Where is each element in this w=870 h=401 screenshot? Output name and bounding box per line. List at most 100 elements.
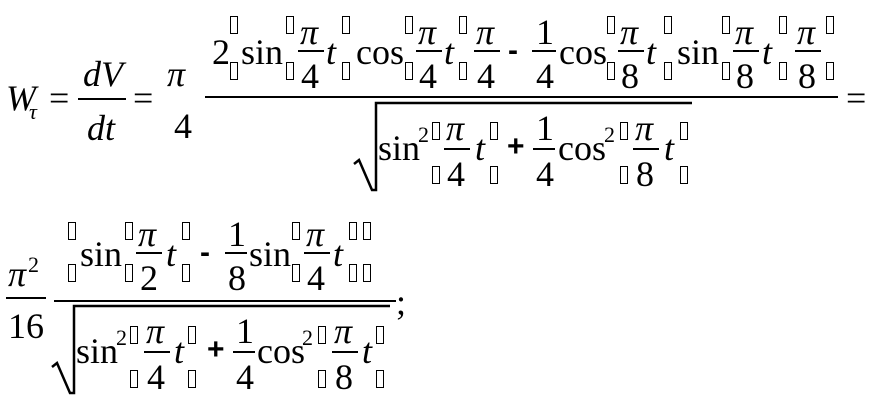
sin-function: sin <box>249 234 292 274</box>
missing-glyph <box>826 62 834 80</box>
missing-glyph <box>292 264 300 282</box>
pi-symbol: π <box>8 254 27 294</box>
fraction-bar <box>6 297 46 299</box>
digit-4: 4 <box>536 56 554 96</box>
fraction-bar <box>304 252 330 254</box>
minus-sign: - <box>508 34 518 67</box>
variable-t: t <box>664 128 675 168</box>
exponent-2: 2 <box>116 325 127 350</box>
equals-sign: = <box>846 78 867 118</box>
digit-8: 8 <box>335 357 353 397</box>
pi-symbol: π <box>620 12 639 52</box>
coefficient-2: 2 <box>212 32 230 72</box>
digit-4: 4 <box>147 357 165 397</box>
missing-glyph <box>349 264 357 282</box>
missing-glyph <box>125 264 133 282</box>
fraction-bar <box>533 148 555 150</box>
pi-symbol: π <box>476 12 495 52</box>
denominator-dt: dt <box>87 108 116 148</box>
missing-glyph <box>459 16 467 34</box>
minus-sign: - <box>200 236 210 269</box>
missing-glyph <box>680 122 688 140</box>
missing-glyph <box>349 222 357 240</box>
fraction-bar <box>144 351 170 353</box>
fraction-bar <box>795 50 821 52</box>
pi-symbol: π <box>306 214 325 254</box>
fraction-bar <box>298 50 324 52</box>
missing-glyph <box>620 122 628 140</box>
fraction-bar <box>136 252 162 254</box>
exponent-2: 2 <box>418 122 429 147</box>
missing-glyph <box>292 222 300 240</box>
missing-glyph <box>432 166 440 184</box>
missing-glyph <box>459 62 467 80</box>
missing-glyph <box>68 264 76 282</box>
digit-4: 4 <box>447 154 465 194</box>
missing-glyph <box>432 122 440 140</box>
variable-t: t <box>326 32 337 72</box>
missing-glyph <box>230 16 238 34</box>
missing-glyph <box>188 326 196 344</box>
exponent-2: 2 <box>604 122 615 147</box>
variable-t: t <box>174 331 185 371</box>
digit-8: 8 <box>228 258 246 298</box>
digit-4: 4 <box>307 258 325 298</box>
missing-glyph <box>664 62 672 80</box>
missing-glyph <box>722 16 730 34</box>
missing-glyph <box>68 222 76 240</box>
pi-symbol: π <box>797 12 816 52</box>
pi-symbol: π <box>418 12 437 52</box>
fraction-bar <box>225 252 247 254</box>
sin-function: sin <box>76 331 119 371</box>
missing-glyph <box>664 16 672 34</box>
digit-8: 8 <box>636 154 654 194</box>
equals-sign: = <box>49 78 70 118</box>
fraction-bar <box>532 50 556 52</box>
missing-glyph <box>607 16 615 34</box>
variable-t: t <box>362 331 373 371</box>
missing-glyph <box>342 62 350 80</box>
missing-glyph <box>490 166 498 184</box>
cos-function: cos <box>558 128 606 168</box>
cos-function: cos <box>257 331 305 371</box>
fraction-bar <box>416 50 442 52</box>
digit-4: 4 <box>536 154 554 194</box>
missing-glyph <box>405 16 413 34</box>
pi-symbol: π <box>300 12 319 52</box>
digit-8: 8 <box>736 56 754 96</box>
fraction-bar <box>474 50 500 52</box>
digit-8: 8 <box>621 56 639 96</box>
missing-glyph <box>318 370 326 388</box>
missing-glyph <box>405 62 413 80</box>
missing-glyph <box>722 62 730 80</box>
missing-glyph <box>230 62 238 80</box>
missing-glyph <box>680 166 688 184</box>
subscript-tau: τ <box>29 99 37 124</box>
denominator-16: 16 <box>8 306 44 346</box>
symbol-w: W <box>6 78 36 118</box>
missing-glyph <box>130 326 138 344</box>
pi-symbol: π <box>334 311 353 351</box>
pi-symbol: π <box>635 108 654 148</box>
cos-function: cos <box>559 32 607 72</box>
variable-t: t <box>762 32 773 72</box>
fraction-bar <box>733 50 759 52</box>
missing-glyph <box>125 222 133 240</box>
numerator-pi: π <box>167 54 186 94</box>
digit-4: 4 <box>477 56 495 96</box>
variable-t: t <box>444 32 455 72</box>
plus-sign: + <box>507 130 525 163</box>
pi-symbol: π <box>735 12 754 52</box>
variable-t: t <box>333 234 344 274</box>
fraction-bar <box>618 50 644 52</box>
missing-glyph <box>490 122 498 140</box>
radical-sign <box>353 101 692 192</box>
denominator-4: 4 <box>174 106 192 146</box>
missing-glyph <box>342 16 350 34</box>
fraction-bar <box>444 148 470 150</box>
missing-glyph <box>376 326 384 344</box>
fraction-bar <box>233 351 255 353</box>
exponent-2: 2 <box>302 325 313 350</box>
cos-function: cos <box>356 32 404 72</box>
fraction-bar <box>78 98 126 100</box>
